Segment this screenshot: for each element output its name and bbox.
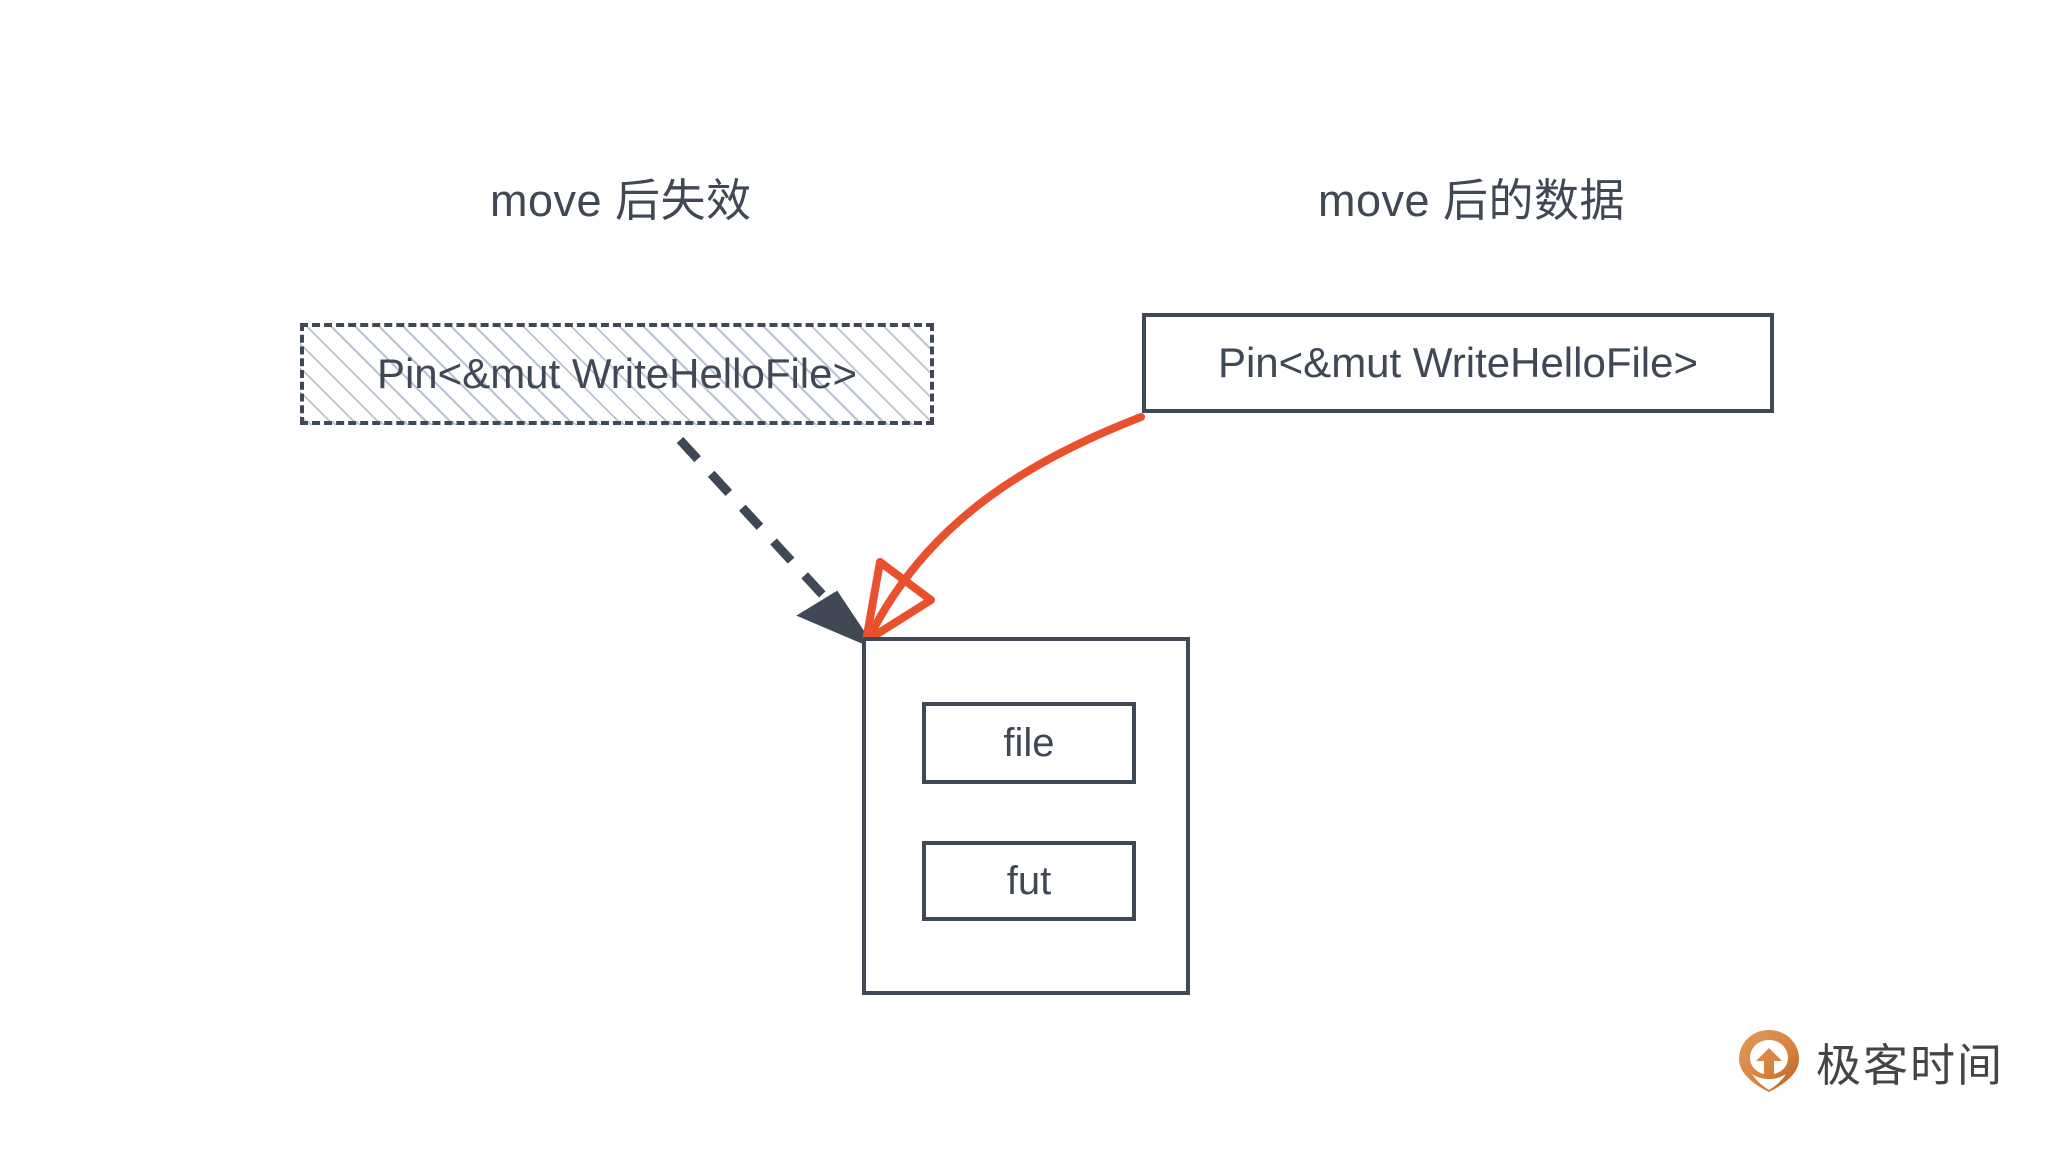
struct-field-fut-label: fut: [1006, 858, 1052, 903]
moved-data-arrow: [862, 413, 1145, 645]
invalidated-pin-label: Pin<&mut WriteHelloFile>: [376, 350, 858, 397]
heading-move-invalidated: move 后失效: [490, 175, 752, 226]
moved-pin-label: Pin<&mut WriteHelloFile>: [1217, 339, 1699, 386]
invalidated-pin-box: Pin<&mut WriteHelloFile>: [300, 323, 934, 425]
geektime-logo-icon: [1739, 1030, 1799, 1092]
struct-container-box: [862, 637, 1190, 995]
struct-field-file-label: file: [1003, 720, 1055, 765]
struct-field-fut: fut: [922, 841, 1136, 921]
dashed-invalidated-arrow: [676, 436, 877, 650]
struct-field-file: file: [922, 702, 1136, 784]
moved-pin-box: Pin<&mut WriteHelloFile>: [1142, 313, 1774, 413]
brand-logo: 极客时间: [1736, 1028, 2004, 1094]
brand-name: 极客时间: [1816, 1039, 2005, 1091]
heading-moved-data: move 后的数据: [1318, 175, 1626, 226]
